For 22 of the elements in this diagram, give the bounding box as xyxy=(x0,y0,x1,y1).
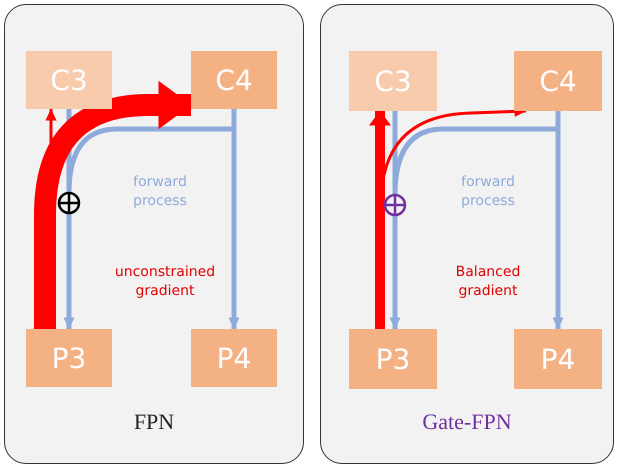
feature-block: C4 xyxy=(514,51,602,111)
arrow xyxy=(64,213,74,330)
feature-block: P4 xyxy=(514,329,602,389)
arrow xyxy=(369,110,391,329)
plus-circle-icon xyxy=(57,191,81,215)
process-label: forward process xyxy=(460,173,516,211)
panel-title: Gate-FPN xyxy=(421,409,513,435)
feature-block: C3 xyxy=(349,51,437,111)
feature-block: C4 xyxy=(191,51,277,109)
plus-circle-icon xyxy=(383,193,407,217)
panel-title: FPN xyxy=(132,409,176,435)
panel-card xyxy=(320,4,614,464)
feature-block: C3 xyxy=(26,51,112,109)
feature-block: P4 xyxy=(191,329,277,387)
feature-block: P3 xyxy=(349,329,437,389)
feature-block: P3 xyxy=(26,329,112,387)
arrow xyxy=(390,215,400,330)
process-label: forward process xyxy=(132,173,188,211)
gradient-label: unconstrained gradient xyxy=(114,263,216,301)
arrow xyxy=(34,80,192,329)
gradient-label: Balanced gradient xyxy=(454,263,522,301)
panel-card xyxy=(4,4,304,464)
